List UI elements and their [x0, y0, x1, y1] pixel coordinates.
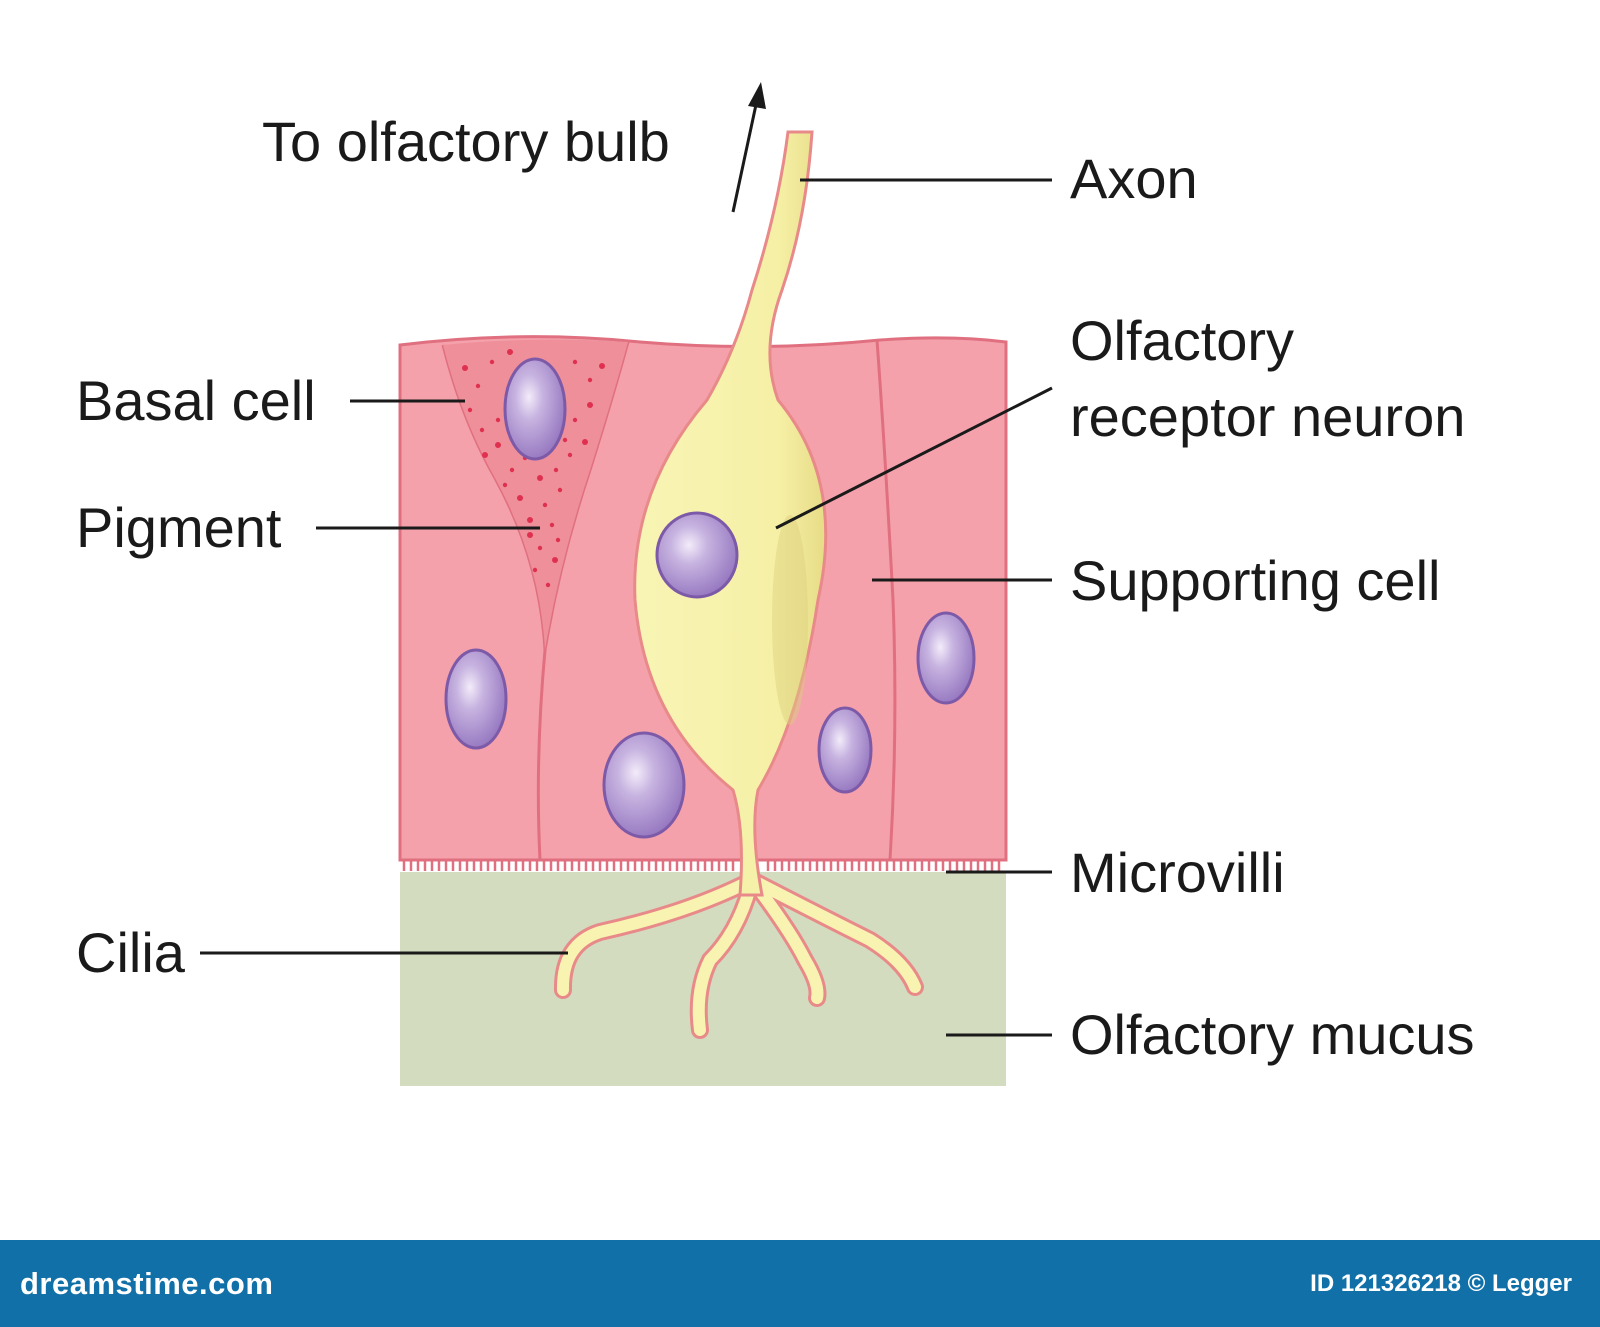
nuclei [444, 357, 976, 839]
footer-credit: ID 121326218 © Legger [1310, 1269, 1572, 1297]
label-axon: Axon [1070, 147, 1198, 210]
microvilli [402, 860, 1001, 871]
to-bulb-arrow [731, 82, 766, 213]
label-cilia: Cilia [76, 921, 186, 984]
supporting-cell-nucleus-right [916, 611, 976, 705]
basal-cell [443, 339, 628, 650]
label-pigment: Pigment [76, 496, 282, 559]
label-basal-cell: Basal cell [76, 369, 316, 432]
neuron-nucleus [655, 511, 739, 599]
olfactory-epithelium-diagram: To olfactory bulb Axon Olfactory recepto… [76, 82, 1475, 1086]
label-supporting-cell: Supporting cell [1070, 549, 1440, 612]
footer-site: dreamstime.com [20, 1265, 274, 1301]
supporting-cell-nucleus-right-low [817, 706, 873, 794]
supporting-cell-nucleus-left [444, 648, 508, 750]
footer-bar: dreamstime.com ID 121326218 © Legger [0, 1240, 1600, 1327]
supporting-cell-nucleus-center [602, 731, 686, 839]
label-microvilli: Microvilli [1070, 841, 1285, 904]
label-olfactory-receptor-line1: Olfactory [1070, 309, 1294, 372]
pigment-dots [462, 349, 605, 588]
leader-lines [200, 178, 1053, 1037]
label-to-olfactory-bulb: To olfactory bulb [262, 110, 670, 173]
label-olfactory-receptor-line2: receptor neuron [1070, 385, 1465, 448]
basal-cell-nucleus [503, 357, 567, 461]
label-olfactory-mucus: Olfactory mucus [1070, 1003, 1475, 1066]
olfactory-receptor-neuron [554, 130, 924, 1039]
